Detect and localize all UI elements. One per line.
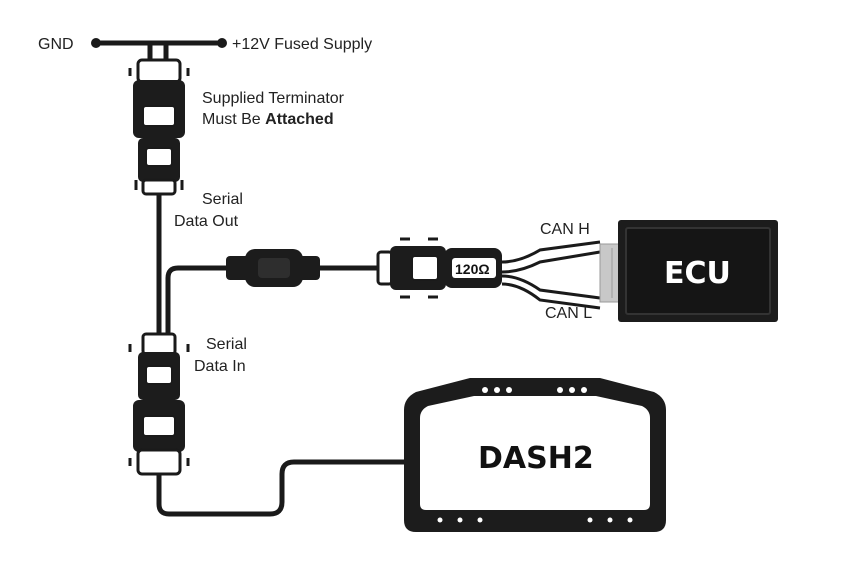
can-h-label: CAN H [540,221,590,238]
dash-led-bottom-1 [437,517,443,523]
dash-wire [156,459,410,517]
terminator-label-bold: Attached [265,111,333,128]
dash-led-top-4 [557,387,563,393]
terminator-label-line1: Supplied Terminator [202,90,345,107]
gnd-label: GND [38,36,74,53]
dash-label: DASH2 [478,441,594,476]
can-l-label: CAN L [545,305,592,322]
terminator-label-prefix: Must Be [202,111,265,128]
dash-led-bottom-6 [627,517,633,523]
can-connector [376,237,502,299]
serial-in-label-line1: Serial [206,336,247,353]
dash-led-top-3 [506,387,512,393]
serial-in-label-line2: Data In [194,358,246,375]
dash-led-bottom-4 [587,517,593,523]
terminator-connector [128,58,190,196]
dash-led-top-6 [581,387,587,393]
serial-out-label-line1: Serial [202,191,243,208]
dash-display [404,378,666,532]
dash-led-top-2 [494,387,500,393]
dash-led-bottom-3 [477,517,483,523]
serial-out-label-line2: Data Out [174,213,239,230]
resistor-label: 120Ω [455,261,490,277]
dash-connector [128,332,190,476]
dash-led-top-1 [482,387,488,393]
ecu-label: ECU [664,256,731,291]
gnd-terminal-dot [91,38,101,48]
dash-led-bottom-5 [607,517,613,523]
terminator-label-line2: Must Be Attached [202,111,334,128]
ecu-branch-wire [165,265,385,340]
supply-label: +12V Fused Supply [232,36,372,53]
can-wires [501,240,601,310]
ferrite-boot [226,249,320,287]
dash-led-top-5 [569,387,575,393]
supply-terminal-dot [217,38,227,48]
dash-led-bottom-2 [457,517,463,523]
ecu-unit [599,220,778,322]
